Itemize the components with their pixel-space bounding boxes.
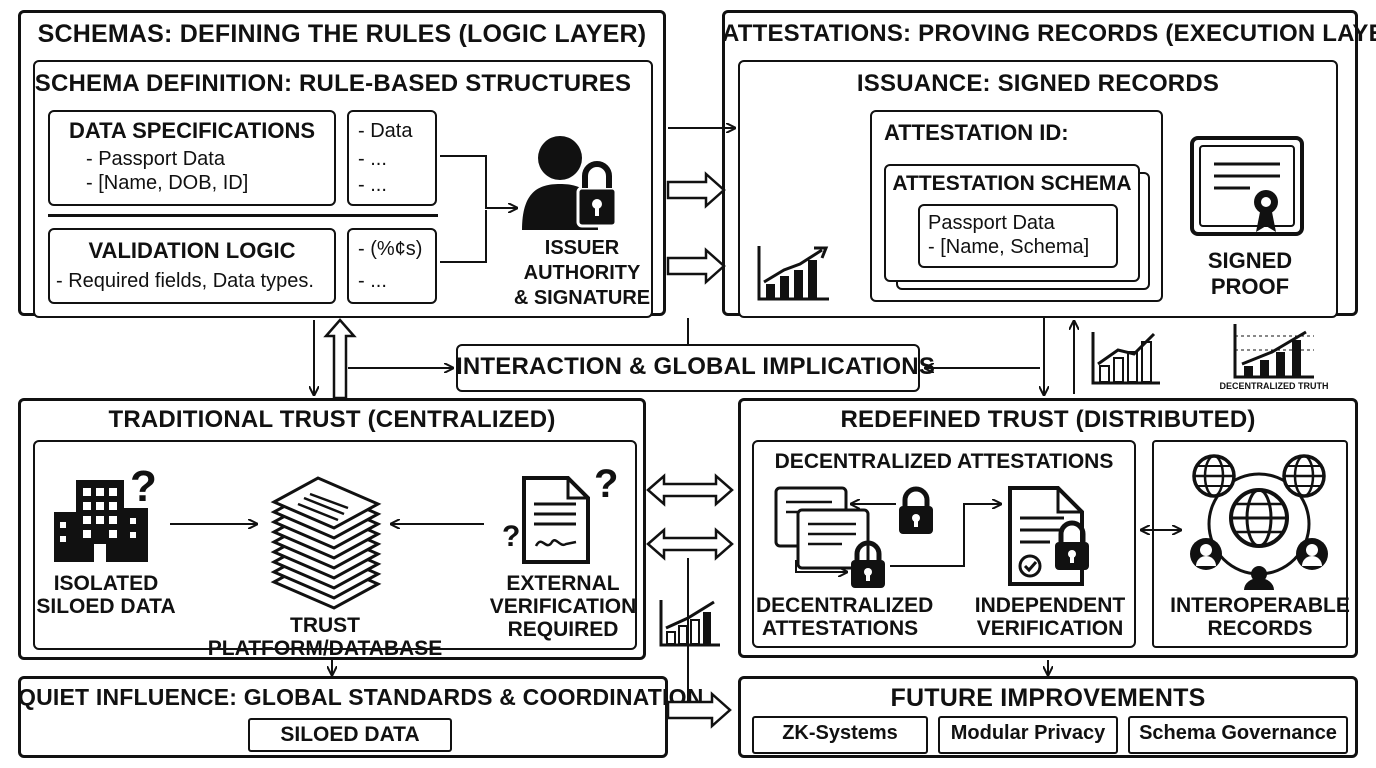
future-item-box <box>1128 716 1348 754</box>
data-list-item: - ... <box>358 148 387 170</box>
data-specifications-title: DATA SPECIFICATIONS <box>68 118 316 143</box>
question-icon: ? <box>502 520 521 553</box>
quiet-influence-title: QUIET INFLUENCE: GLOBAL STANDARDS & COOR… <box>18 684 704 710</box>
chart-up-icon <box>659 600 720 647</box>
question-icon: ? <box>130 462 157 511</box>
divider <box>48 214 438 217</box>
trust-platform-label: TRUST PLATFORM/DATABASE <box>207 614 443 660</box>
passport-line: - [Name, Schema] <box>928 236 1090 258</box>
decentralized-attestations-label: DECENTRALIZED ATTESTATIONS <box>756 594 934 640</box>
future-item-privacy: Modular Privacy <box>950 722 1106 744</box>
independent-verification-label: INDEPENDENT VERIFICATION <box>974 594 1126 640</box>
validation-logic-box <box>48 228 336 304</box>
schema-definition-title: SCHEMA DEFINITION: RULE-BASED STRUCTURES <box>34 70 632 97</box>
data-spec-line: - Passport Data <box>86 148 225 170</box>
person-lock-icon <box>522 136 618 230</box>
redefined-trust-title: REDEFINED TRUST (DISTRIBUTED) <box>840 406 1256 433</box>
signed-proof-label: SIGNED PROOF <box>1207 248 1293 299</box>
future-item-box <box>752 716 928 754</box>
interoperable-records-label: INTEROPERABLE RECORDS <box>1170 594 1350 640</box>
certificate-stack-icon <box>774 486 870 570</box>
siloed-data-label: SILOED DATA <box>280 723 420 746</box>
attestations-title: ATTESTATIONS: PROVING RECORDS (EXECUTION… <box>722 20 1376 47</box>
validation-logic-title: VALIDATION LOGIC <box>88 238 296 263</box>
validation-list-item: - (%¢s) <box>358 238 423 260</box>
data-list-item: - ... <box>358 174 387 196</box>
interaction-box <box>456 344 920 392</box>
document-stack-icon <box>270 476 382 610</box>
external-verification-label: EXTERNAL VERIFICATION REQUIRED <box>489 572 637 641</box>
future-item-zk: ZK-Systems <box>782 722 898 744</box>
padlock-icon <box>851 540 885 588</box>
validation-list-item: - ... <box>358 270 387 292</box>
data-spec-line: - [Name, DOB, ID] <box>86 172 249 194</box>
attestation-id-label: ATTESTATION ID: <box>884 120 1069 145</box>
globe-network-icon <box>1190 454 1328 590</box>
chart-up-icon <box>1233 324 1314 379</box>
schemas-title: SCHEMAS: DEFINING THE RULES (LOGIC LAYER… <box>37 20 647 48</box>
padlock-icon <box>1055 520 1089 570</box>
certificate-icon <box>1190 136 1304 236</box>
chart-up-icon <box>757 246 829 301</box>
data-list-box <box>347 110 437 206</box>
future-item-governance: Schema Governance <box>1139 722 1337 744</box>
isolated-siloed-label: ISOLATED SILOED DATA <box>36 572 176 618</box>
passport-data-box <box>918 204 1118 268</box>
interaction-label: INTERACTION & GLOBAL IMPLICATIONS <box>456 353 936 380</box>
siloed-data-box <box>248 718 452 752</box>
passport-line: Passport Data <box>928 212 1055 234</box>
decentralized-attestations-title: DECENTRALIZED ATTESTATIONS <box>774 450 1114 473</box>
padlock-icon <box>899 486 933 534</box>
validation-line: - Required fields, Data types. <box>56 270 314 292</box>
question-icon: ? <box>594 462 619 506</box>
signed-document-icon <box>522 476 590 564</box>
data-list-item: - Data <box>358 120 413 142</box>
decentralized-truth-label: DECENTRALIZED TRUTH <box>1219 381 1329 391</box>
attestation-schema-title: ATTESTATION SCHEMA <box>892 172 1132 195</box>
data-specifications-box <box>48 110 336 206</box>
future-improvements-title: FUTURE IMPROVEMENTS <box>890 684 1206 712</box>
traditional-trust-title: TRADITIONAL TRUST (CENTRALIZED) <box>108 406 556 433</box>
validation-list-box <box>347 228 437 304</box>
building-icon <box>54 480 148 562</box>
issuance-title: ISSUANCE: SIGNED RECORDS <box>856 70 1220 97</box>
future-item-box <box>938 716 1118 754</box>
issuer-authority-label: ISSUER AUTHORITY & SIGNATURE <box>513 237 651 309</box>
chart-up-icon <box>1091 332 1160 385</box>
